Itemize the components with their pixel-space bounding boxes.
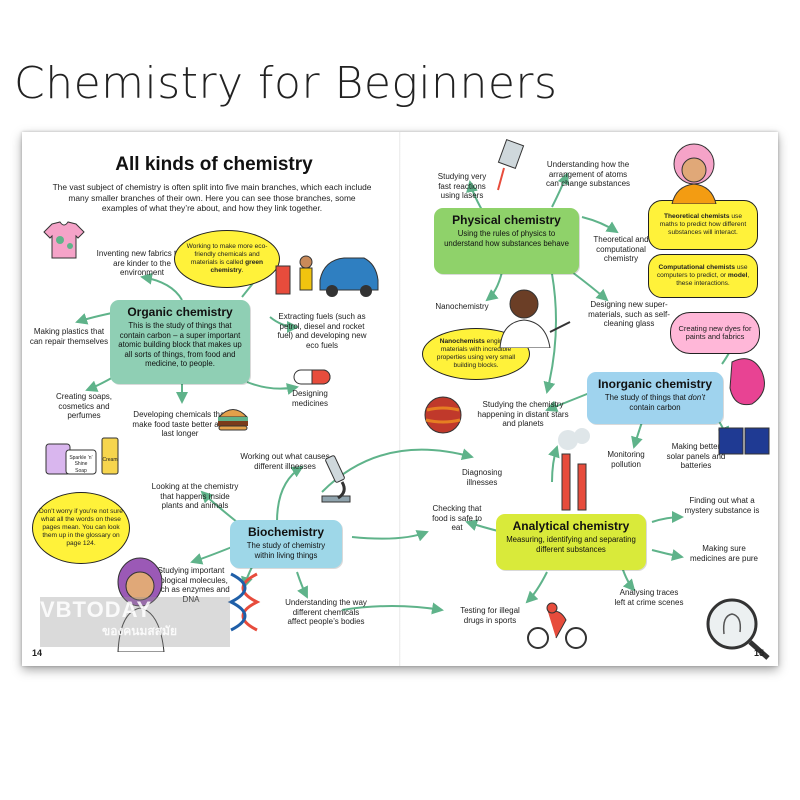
computational-chemists-bubble: Computational chemists use computers to … <box>648 254 758 298</box>
product-soap: Soap <box>75 468 87 474</box>
microscope-icon <box>321 455 351 503</box>
inorganic-desc-b: contain carbon <box>629 402 681 412</box>
cosmetics-bottles-icon <box>45 437 119 475</box>
inorganic-chemistry-desc: The study of things that don’t contain c… <box>587 391 723 412</box>
theo-bubble-a: Theoretical chemists <box>663 213 730 220</box>
green-bubble-c: . <box>241 267 244 274</box>
comp-bubble-a: Computational chemists <box>658 264 736 271</box>
cyclist-icon <box>527 602 587 649</box>
label-stars: Studying the chemistry happening in dist… <box>477 400 569 428</box>
label-pollution: Monitoring pollution <box>607 450 645 469</box>
label-food: Developing chemicals that make food tast… <box>132 410 228 438</box>
dyes-bubble-text: Creating new dyes for paints and fabrics <box>678 324 752 341</box>
label-nano: Nanochemistry <box>435 302 489 311</box>
product-sparkle: Sparkle ’n’ Shine <box>69 455 93 467</box>
label-atoms: Understanding how the arrangement of ato… <box>545 160 631 188</box>
glossary-bubble: Don’t worry if you’re not sure what all … <box>32 492 130 564</box>
inorganic-desc-a: The study of things that <box>604 393 689 402</box>
dyes-bubble: Creating new dyes for paints and fabrics <box>670 312 760 354</box>
green-bubble-a: Working to make more eco-friendly chemic… <box>186 243 268 266</box>
page-number-right: 15 <box>754 648 765 658</box>
magnifying-fingerprint-icon <box>706 598 770 660</box>
green-chemistry-bubble: Working to make more eco-friendly chemic… <box>174 230 280 288</box>
book-spread: All kinds of chemistry The vast subject … <box>22 132 778 666</box>
product-cream: Cream <box>102 457 118 463</box>
theoretical-chemist-icon <box>671 143 717 204</box>
label-safe-food: Checking that food is safe to eat <box>432 504 482 532</box>
car-refuelling-icon <box>275 255 379 297</box>
pill-capsule-icon <box>293 369 331 385</box>
comp-bubble-b: use computers to predict, or <box>656 264 748 279</box>
label-lasers: Studying very fast reactions using laser… <box>437 172 487 200</box>
analytical-chemistry-title: Analytical chemistry <box>512 519 630 533</box>
biochemistry-title: Biochemistry <box>247 525 325 539</box>
label-solar: Making better solar panels and batteries <box>666 442 726 470</box>
paint-splash-icon <box>729 358 765 406</box>
solar-panel-icon <box>718 427 770 455</box>
label-soaps: Creating soaps, cosmetics and perfumes <box>55 392 113 420</box>
watermark-subtext: ของคนมสสมัย <box>102 624 177 638</box>
book-gutter <box>399 132 401 666</box>
green-bubble-b: green chemistry <box>210 259 264 274</box>
factory-chimneys-icon <box>558 428 590 511</box>
biochemistry-box: Biochemistry The study of chemistry with… <box>230 520 342 568</box>
inorganic-chemistry-title: Inorganic chemistry <box>597 377 713 391</box>
intro-text: The vast subject of chemistry is often s… <box>52 182 372 213</box>
theoretical-chemists-bubble: Theoretical chemists use maths to predic… <box>648 200 758 250</box>
organic-chemistry-box: Organic chemistry This is the study of t… <box>110 300 250 384</box>
organic-chemistry-title: Organic chemistry <box>127 305 233 319</box>
tshirt-icon <box>43 221 85 259</box>
physical-chemistry-box: Physical chemistry Using the rules of ph… <box>434 208 579 274</box>
label-molecules: Studying important biological molecules,… <box>152 566 230 604</box>
biochemistry-desc: The study of chemistry within living thi… <box>246 541 326 560</box>
planet-icon <box>424 396 462 434</box>
nanochemist-person-icon <box>499 289 571 348</box>
label-plastics: Making plastics that can repair themselv… <box>29 327 109 346</box>
label-mystery: Finding out what a mystery substance is <box>684 496 760 515</box>
label-fuels: Extracting fuels (such as petrol, diesel… <box>277 312 367 350</box>
label-computational: Theoretical and computational chemistry <box>593 235 649 263</box>
spread-heading: All kinds of chemistry <box>115 154 313 175</box>
physical-chemistry-desc: Using the rules of physics to understand… <box>444 229 569 248</box>
analytical-chemistry-desc: Measuring, identifying and separating di… <box>506 535 636 554</box>
theo-bubble-b: use maths to predict how different subst… <box>659 213 747 236</box>
organic-chemistry-desc: This is the study of things that contain… <box>118 321 242 368</box>
analytical-chemistry-box: Analytical chemistry Measuring, identify… <box>496 514 646 570</box>
watermark-text: VBTODAY <box>40 597 230 647</box>
label-bodies: Understanding the way different chemical… <box>285 598 367 626</box>
physical-chemistry-title: Physical chemistry <box>452 213 561 227</box>
nano-bubble-a: Nanochemists <box>439 338 485 345</box>
label-illnesses: Working out what causes different illnes… <box>240 452 330 471</box>
nano-bubble-b: engineer materials with incredible prope… <box>436 338 516 369</box>
label-fabrics: Inventing new fabrics that are kinder to… <box>96 249 188 277</box>
inorganic-chemistry-box: Inorganic chemistry The study of things … <box>587 372 723 424</box>
comp-bubble-d: , these interactions. <box>676 272 750 287</box>
label-medicines: Designing medicines <box>291 389 328 408</box>
glossary-bubble-text: Don’t worry if you’re not sure what all … <box>39 508 123 547</box>
burger-icon <box>217 409 249 431</box>
page-title: Chemistry for Beginners <box>14 58 558 109</box>
label-drugs: Testing for illegal drugs in sports <box>460 606 520 625</box>
label-plants: Looking at the chemistry that happens in… <box>151 482 239 510</box>
scientist-woman-icon <box>117 557 165 652</box>
page-number-left: 14 <box>32 648 43 658</box>
inorganic-desc-em: don’t <box>688 393 706 402</box>
label-traces: Analysing traces left at crime scenes <box>614 588 684 607</box>
label-diagnosing: Diagnosing illnesses <box>461 468 503 487</box>
label-supermaterials: Designing new super-materials, such as s… <box>588 300 670 328</box>
laser-icon <box>497 139 525 191</box>
dna-icon <box>227 572 261 632</box>
comp-bubble-c: model <box>727 272 748 279</box>
label-pure: Making sure medicines are pure <box>689 544 759 563</box>
